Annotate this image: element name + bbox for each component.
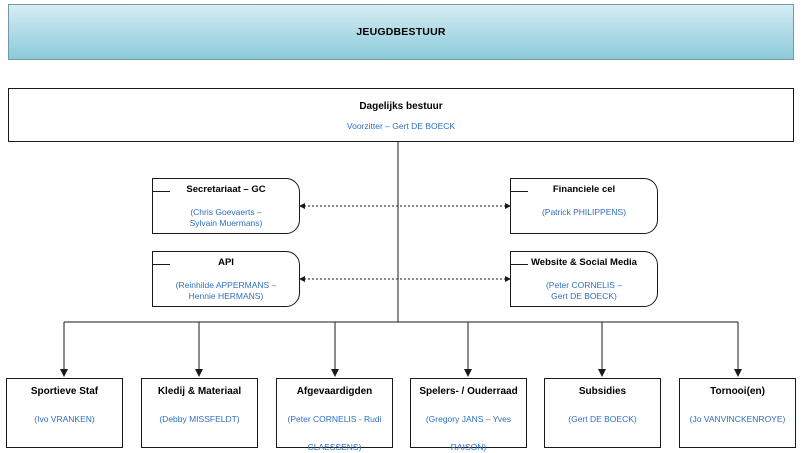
secretariaat-title: Secretariaat – GC [186,184,266,195]
committee-line1: (Peter CORNELIS - Rudi [287,414,382,424]
website-title: Website & Social Media [531,257,637,268]
document-tab-icon [152,178,170,192]
committee-title: Spelers- / Ouderraad [419,386,518,397]
daily-board-box: Dagelijks bestuur Voorzitter – Gert DE B… [8,88,794,142]
daily-board-members: Voorzitter – Gert DE BOECK [346,121,456,131]
document-tab-icon [510,251,528,265]
website-line2: Gert DE BOECK) [551,291,617,301]
committee-line1: (Ivo VRANKEN) [34,414,95,424]
financiele-line1: (Patrick PHILIPPENS) [541,207,627,217]
document-tab-icon [510,178,528,192]
secretariaat-line1: (Chris Goevaerts – [190,207,262,217]
financiele-box: Financiele cel (Patrick PHILIPPENS) [510,178,658,234]
committee-line1: (Debby MISSFELDT) [159,414,240,424]
daily-board-title: Dagelijks bestuur [359,101,443,112]
secretariaat-line2: Sylvain Muermans) [189,218,263,228]
title-banner: JEUGDBESTUUR [8,4,794,60]
committee-box: Afgevaardigden (Peter CORNELIS - Rudi CL… [276,378,393,452]
committee-title: Tornooi(en) [710,386,765,397]
committee-title: Kledij & Materiaal [157,386,242,397]
committee-box: Subsidies (Gert DE BOECK) [544,378,661,448]
page-title: JEUGDBESTUUR [356,26,446,38]
secretariaat-box: Secretariaat – GC (Chris Goevaerts – Syl… [152,178,300,234]
committee-box: Tornooi(en) (Jo VANVINCKENROYE) [679,378,796,448]
committee-title: Afgevaardigden [296,386,373,397]
api-box: API (Reinhilde APPERMANS – Hennie HERMAN… [152,251,300,307]
committee-box: Kledij & Materiaal (Debby MISSFELDT) [141,378,258,448]
website-line1: (Peter CORNELIS – [545,280,623,290]
committee-title: Subsidies [578,386,627,397]
committee-line1: (Jo VANVINCKENROYE) [689,414,786,424]
committee-line1: (Gregory JANS – Yves [425,414,512,424]
api-line2: Hennie HERMANS) [188,291,264,301]
committee-line1: (Gert DE BOECK) [568,414,637,424]
committee-line2: CLAESSENS) [307,442,362,452]
committee-title: Sportieve Staf [30,386,99,397]
committee-box: Sportieve Staf (Ivo VRANKEN) [6,378,123,448]
financiele-title: Financiele cel [552,184,616,195]
committee-box: Spelers- / Ouderraad (Gregory JANS – Yve… [410,378,527,452]
api-title: API [218,257,234,268]
committee-line2: RAISON) [450,442,487,452]
api-line1: (Reinhilde APPERMANS – [175,280,277,290]
website-box: Website & Social Media (Peter CORNELIS –… [510,251,658,307]
document-tab-icon [152,251,170,265]
